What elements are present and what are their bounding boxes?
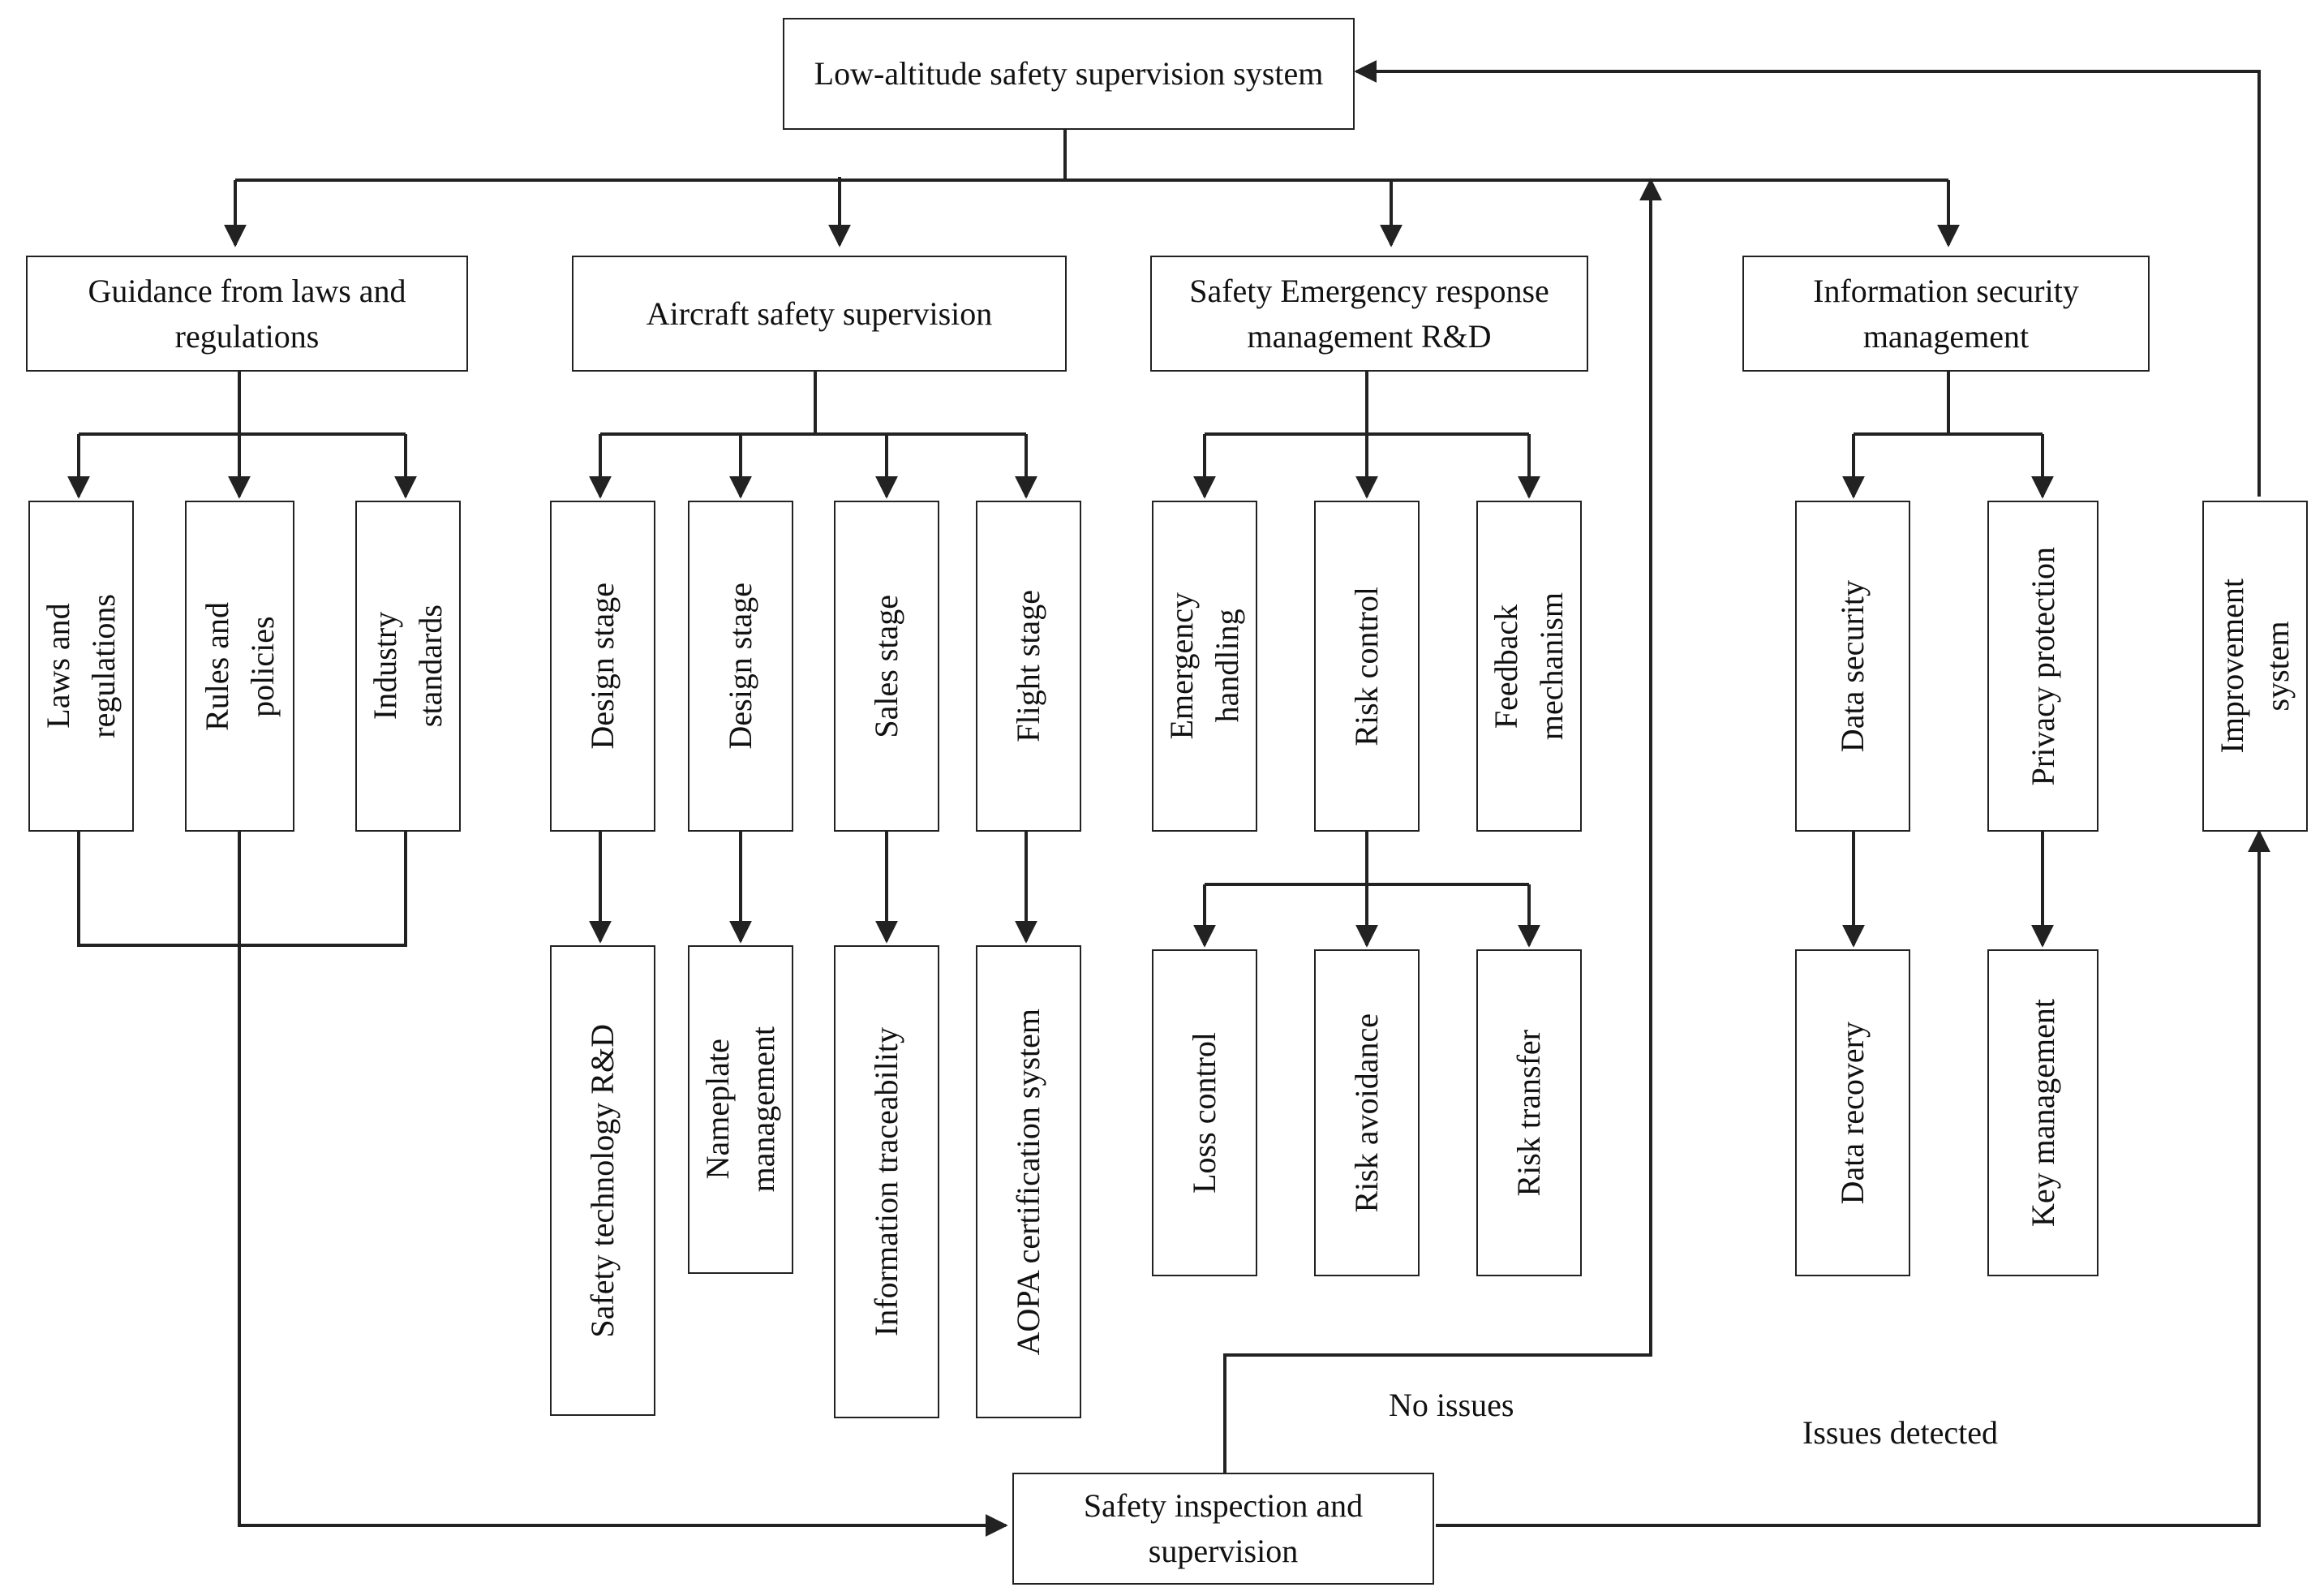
aircraft-sub-box: Information traceability — [834, 945, 939, 1418]
infosec-sub-label: Data recovery — [1834, 1021, 1871, 1205]
infosec-category-box: Information security management — [1742, 256, 2150, 372]
emergency-item-label: Feedback mechanism — [1488, 592, 1570, 741]
no-issues-label: No issues — [1389, 1387, 1514, 1423]
risk-sub-box: Loss control — [1152, 949, 1257, 1276]
aircraft-category-box: Aircraft safety supervision — [572, 256, 1067, 372]
aircraft-sub-box: Safety technology R&D — [550, 945, 655, 1416]
infosec-item-label: Data security — [1834, 579, 1871, 753]
aircraft-item-box: Flight stage — [976, 501, 1081, 832]
aircraft-item-label: Design stage — [722, 583, 758, 750]
laws-category-label: Guidance from laws and regulations — [88, 272, 406, 355]
root-label: Low-altitude safety supervision system — [814, 55, 1324, 92]
aircraft-sub-label: Nameplate management — [699, 1026, 781, 1193]
aircraft-item-label: Flight stage — [1010, 590, 1046, 742]
emergency-category-label: Safety Emergency response management R&D — [1189, 272, 1549, 355]
emergency-category-box: Safety Emergency response management R&D — [1150, 256, 1588, 372]
aircraft-item-label: Design stage — [584, 583, 621, 750]
root-box: Low-altitude safety supervision system — [783, 18, 1355, 130]
laws-item-label: Rules and policies — [198, 601, 281, 731]
issues-detected-label: Issues detected — [1802, 1414, 1999, 1451]
risk-sub-label: Risk transfer — [1510, 1029, 1547, 1197]
emergency-item-box: Feedback mechanism — [1476, 501, 1582, 832]
infosec-sub-box: Key management — [1987, 949, 2098, 1276]
aircraft-item-box: Design stage — [550, 501, 655, 832]
aircraft-sub-label: AOPA certification system — [1010, 1008, 1046, 1356]
laws-category-box: Guidance from laws and regulations — [26, 256, 468, 372]
laws-item-label: Laws and regulations — [40, 594, 122, 738]
inspection-label: Safety inspection and supervision — [1083, 1487, 1364, 1569]
infosec-item-box: Data security — [1795, 501, 1910, 832]
risk-sub-label: Risk avoidance — [1348, 1013, 1385, 1213]
inspection-box: Safety inspection and supervision — [1012, 1473, 1434, 1585]
aircraft-item-box: Sales stage — [834, 501, 939, 832]
infosec-item-box: Privacy protection — [1987, 501, 2098, 832]
risk-sub-box: Risk avoidance — [1314, 949, 1420, 1276]
aircraft-item-box: Design stage — [688, 501, 793, 832]
infosec-sub-box: Data recovery — [1795, 949, 1910, 1276]
emergency-item-box: Risk control — [1314, 501, 1420, 832]
aircraft-sub-box: AOPA certification system — [976, 945, 1081, 1418]
laws-item-label: Industry standards — [367, 604, 449, 728]
improvement-box: Improvement system — [2202, 501, 2308, 832]
laws-item-box: Laws and regulations — [28, 501, 134, 832]
aircraft-item-label: Sales stage — [868, 594, 904, 738]
aircraft-sub-label: Safety technology R&D — [584, 1023, 621, 1338]
infosec-category-label: Information security management — [1813, 272, 2079, 355]
emergency-item-label: Emergency handling — [1163, 592, 1245, 740]
risk-sub-box: Risk transfer — [1476, 949, 1582, 1276]
risk-sub-label: Loss control — [1186, 1032, 1222, 1194]
emergency-item-label: Risk control — [1348, 586, 1385, 746]
infosec-item-label: Privacy protection — [2024, 546, 2061, 786]
laws-item-box: Industry standards — [355, 501, 461, 832]
aircraft-category-label: Aircraft safety supervision — [646, 295, 993, 332]
aircraft-sub-label: Information traceability — [868, 1027, 904, 1336]
improvement-label: Improvement system — [2214, 579, 2296, 754]
infosec-sub-label: Key management — [2024, 999, 2061, 1227]
laws-item-box: Rules and policies — [185, 501, 294, 832]
emergency-item-box: Emergency handling — [1152, 501, 1257, 832]
aircraft-sub-box: Nameplate management — [688, 945, 793, 1274]
